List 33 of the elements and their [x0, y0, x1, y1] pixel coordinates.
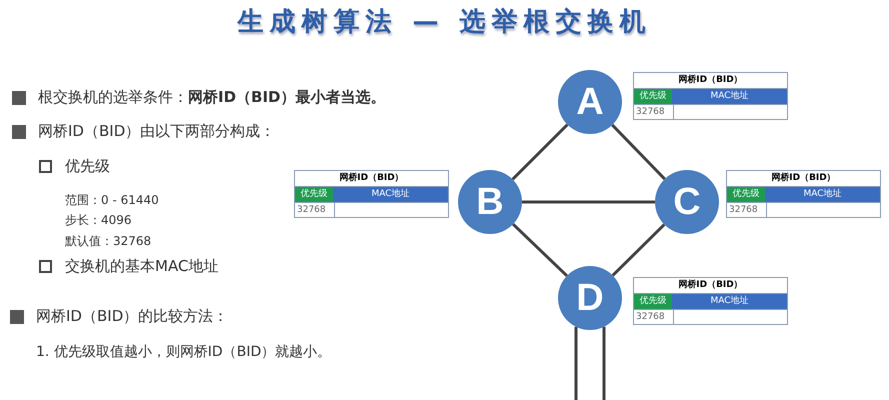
priority-value: 32768 — [634, 104, 674, 119]
link-line — [602, 326, 606, 400]
comparison-rule-text: 1. 优先级取值越小，则网桥ID（BID）就越小。 — [36, 343, 332, 361]
mac-header: MAC地址 — [333, 187, 448, 202]
switch-circle: A — [558, 70, 622, 134]
link-line — [522, 200, 655, 204]
range-text: 范围：0 - 61440 — [65, 192, 159, 209]
priority-value: 32768 — [634, 309, 674, 324]
step-text: 步长：4096 — [65, 212, 132, 229]
switch-circle: D — [558, 266, 622, 330]
bid-composition-text: 网桥ID（BID）由以下两部分构成： — [38, 122, 276, 141]
election-condition-text: 根交换机的选举条件：网桥ID（BID）最小者当选。 — [38, 88, 386, 107]
priority-item: 优先级 — [65, 157, 110, 176]
switch-circle: C — [655, 170, 719, 234]
mac-header: MAC地址 — [672, 294, 787, 309]
priority-header: 优先级 — [634, 89, 672, 104]
link-line — [512, 223, 568, 277]
priority-header: 优先级 — [295, 187, 333, 202]
link-line — [611, 124, 666, 180]
mac-header: MAC地址 — [672, 89, 787, 104]
link-line — [574, 326, 578, 400]
bid-comparison-text: 网桥ID（BID）的比较方法： — [36, 307, 228, 326]
priority-header: 优先级 — [634, 294, 672, 309]
priority-value: 32768 — [295, 202, 335, 217]
switch-circle: B — [458, 170, 522, 234]
default-value-text: 默认值：32768 — [65, 233, 152, 250]
link-line — [512, 124, 568, 180]
mac-header: MAC地址 — [765, 187, 880, 202]
mac-address-item: 交换机的基本MAC地址 — [65, 257, 218, 276]
title: 生成树算法 — 选举根交换机 — [236, 6, 653, 39]
priority-header: 优先级 — [727, 187, 765, 202]
priority-value: 32768 — [727, 202, 767, 217]
link-line — [612, 223, 666, 277]
